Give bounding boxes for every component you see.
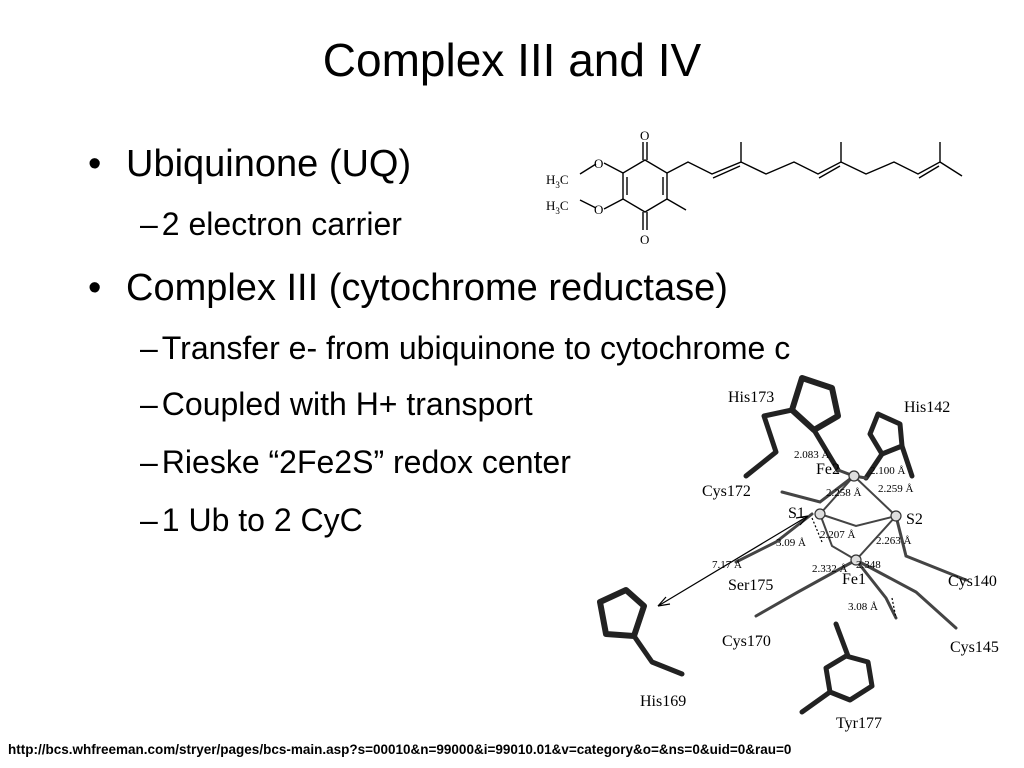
sub-bullet-text: Rieske “2Fe2S” redox center [161, 444, 571, 480]
s1-atom [814, 508, 826, 520]
label-s1: S1 [788, 505, 805, 522]
distance-2207: 2.207 Å [820, 529, 856, 541]
sub-bullet-ub-cyc: –1 Ub to 2 CyC [140, 500, 363, 540]
label-his173: His173 [728, 389, 774, 406]
distance-2348: 2.348 [856, 559, 881, 571]
label-his142: His142 [904, 399, 950, 416]
sub-bullet-text: 1 Ub to 2 CyC [161, 502, 363, 538]
bullet-dot: • [88, 267, 102, 309]
oxygen-label-top: O [640, 128, 649, 143]
label-s2: S2 [906, 511, 923, 528]
sub-bullet-text: Transfer e- from ubiquinone to cytochrom… [161, 330, 791, 366]
sub-bullet-text: 2 electron carrier [161, 206, 402, 242]
distance-717: 7.17 Å [712, 559, 742, 571]
label-ser175: Ser175 [728, 577, 773, 594]
ubiquinone-structure: O O O O H3C H3C [546, 128, 963, 247]
label-cys170: Cys170 [722, 633, 771, 650]
oxygen-label-methoxy-1: O [594, 156, 603, 171]
label-his169: His169 [640, 693, 686, 710]
fe1-atom [850, 554, 862, 566]
dash-glyph: – [140, 502, 158, 538]
sub-bullet-electron-carrier: –2 electron carrier [140, 204, 402, 244]
label-tyr177: Tyr177 [836, 715, 882, 732]
distance-2263: 2.263 Å [876, 535, 912, 547]
distance-309: 3.09 Å [776, 537, 806, 549]
label-cys140: Cys140 [948, 573, 997, 590]
distance-2259: 2.259 Å [878, 483, 914, 495]
bullet-complex-iii: • Complex III (cytochrome reductase) [88, 266, 728, 310]
sub-bullet-transfer: –Transfer e- from ubiquinone to cytochro… [140, 328, 790, 368]
slide-title: Complex III and IV [322, 34, 702, 86]
dash-glyph: – [140, 444, 158, 480]
oxygen-label-bottom: O [640, 232, 649, 247]
distance-2100: 2.100 Å [870, 465, 906, 477]
bullet-dot: • [88, 143, 102, 185]
bullet-ubiquinone: • Ubiquinone (UQ) [88, 142, 412, 186]
dash-glyph: – [140, 206, 158, 242]
dash-glyph: – [140, 330, 158, 366]
distance-308: 3.08 Å [848, 601, 878, 613]
label-cys172: Cys172 [702, 483, 751, 500]
source-url: http://bcs.whfreeman.com/stryer/pages/bc… [8, 742, 792, 757]
sub-bullet-coupled: –Coupled with H+ transport [140, 384, 533, 424]
distance-2083: 2.083 Å [794, 449, 830, 461]
label-fe1: Fe1 [842, 571, 866, 588]
label-cys145: Cys145 [950, 639, 999, 656]
rieske-cluster-structure: His173 His142 Cys172 Fe2 S1 S2 Fe1 Ser17… [597, 375, 999, 732]
methyl-label-2: H3C [546, 198, 569, 216]
oxygen-label-methoxy-2: O [594, 202, 603, 217]
bullet-text: Ubiquinone (UQ) [126, 143, 412, 185]
distance-2332: 2.332 Å [812, 563, 848, 575]
fe2-atom [848, 470, 860, 482]
methyl-label-1: H3C [546, 172, 569, 190]
sub-bullet-text: Coupled with H+ transport [161, 386, 533, 422]
label-fe2: Fe2 [816, 461, 840, 478]
bullet-text: Complex III (cytochrome reductase) [126, 267, 728, 309]
distance-2258: 2.258 Å [826, 487, 862, 499]
sub-bullet-rieske: –Rieske “2Fe2S” redox center [140, 442, 571, 482]
s2-atom [890, 510, 902, 522]
dash-glyph: – [140, 386, 158, 422]
